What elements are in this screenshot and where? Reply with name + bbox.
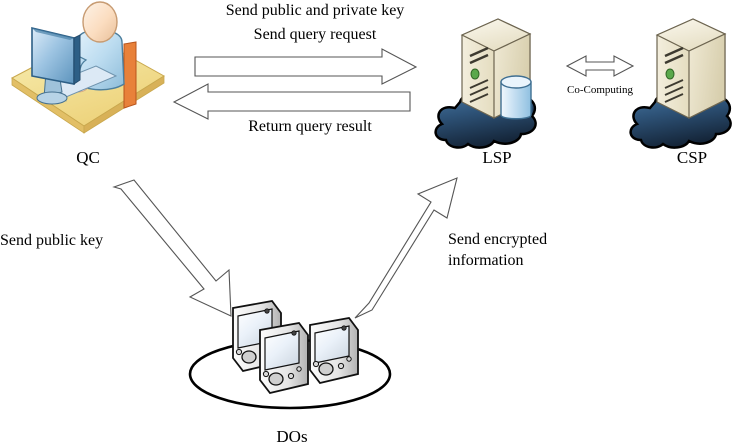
node-label-dos: DOs [276, 427, 308, 446]
dos-devices-icon [188, 300, 392, 410]
flow-label-send-encrypted-line1: Send encrypted [448, 231, 548, 248]
mobile-device-icon [259, 322, 309, 395]
node-label-lsp: LSP [482, 148, 512, 167]
arrow-lsp-csp-cocomputing [565, 55, 635, 77]
csp-server-icon [629, 18, 732, 149]
arrow-qc-to-lsp [194, 48, 418, 85]
flow-label-send-public-key: Send public key [0, 232, 104, 249]
flow-label-return-query-result: Return query result [248, 118, 372, 135]
node-label-csp: CSP [676, 148, 708, 167]
flow-label-co-computing: Co-Computing [566, 84, 633, 96]
flow-label-send-keys-line1: Send public and private key [225, 2, 405, 19]
arrow-lsp-to-qc [172, 83, 411, 120]
lsp-server-icon [434, 18, 537, 149]
flow-label-send-encrypted-line2: information [448, 252, 524, 269]
qc-workstation-icon [11, 1, 165, 134]
flow-label-send-query-request: Send query request [253, 26, 377, 43]
node-label-qc: QC [76, 148, 100, 167]
mobile-device-icon [309, 317, 359, 385]
arrow-dos-to-lsp [354, 177, 458, 319]
arrow-qc-to-dos [112, 179, 232, 317]
